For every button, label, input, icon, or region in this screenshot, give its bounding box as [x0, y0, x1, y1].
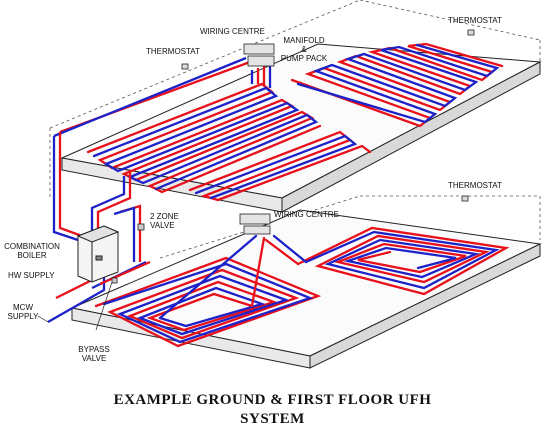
zone-valve-label: 2 ZONE VALVE	[150, 212, 179, 230]
title-line-1: EXAMPLE GROUND & FIRST FLOOR UFH	[113, 392, 432, 408]
thermostat-lower-label: THERMOSTAT	[448, 181, 502, 190]
mcw-supply-label: MCW SUPPLY	[6, 303, 40, 321]
ampersand-line: &	[301, 45, 307, 54]
thermostat-icon	[181, 29, 475, 202]
first-floor-pipe-loops-right	[188, 42, 504, 202]
wiring-centre-upper-label: WIRING CENTRE	[200, 27, 265, 36]
boiler-icon	[76, 225, 120, 283]
bypass-line-2: VALVE	[81, 354, 107, 363]
thermostat-top-right-label: THERMOSTAT	[448, 16, 502, 25]
wiring-centre-lower-label: WIRING CENTRE	[274, 210, 339, 219]
title-line-2: SYSTEM	[240, 411, 305, 427]
boiler-line-1: COMBINATION	[4, 242, 60, 251]
first-floor-room-outline	[49, 0, 541, 200]
leader-lines	[37, 281, 113, 331]
first-floor-pipe-loops-left	[86, 82, 322, 194]
ground-floor-pipe-loops	[94, 226, 510, 348]
hw-supply-label: HW SUPPLY	[8, 271, 55, 280]
mcw-line-2: SUPPLY	[7, 312, 39, 321]
bypass-valve-label: BYPASS VALVE	[72, 345, 116, 363]
first-floor-manifold-feeds	[250, 64, 272, 88]
zone-valve-line-1: 2 ZONE	[150, 212, 179, 221]
manifold-pump-pack-label: MANIFOLD & PUMP PACK	[272, 36, 336, 63]
boiler-line-2: BOILER	[17, 251, 47, 260]
riser-pipes	[52, 56, 251, 262]
pump-pack-line: PUMP PACK	[280, 54, 328, 63]
mcw-line-1: MCW	[13, 303, 33, 312]
valve-icon	[111, 223, 145, 284]
manifold-icon	[239, 43, 275, 235]
thermostat-upper-left-label: THERMOSTAT	[146, 47, 200, 56]
manifold-line: MANIFOLD	[283, 36, 325, 45]
combination-boiler-label: COMBINATION BOILER	[0, 242, 64, 260]
zone-valve-line-2: VALVE	[150, 221, 175, 230]
bypass-line-1: BYPASS	[78, 345, 110, 354]
